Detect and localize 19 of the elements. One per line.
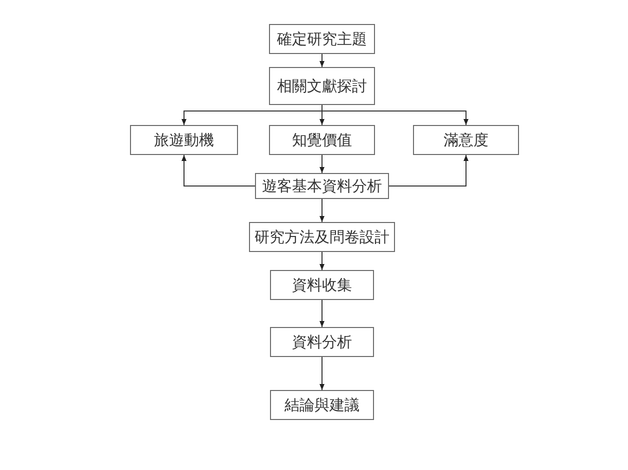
arrow [320, 356, 324, 390]
arrow [320, 198, 324, 222]
arrow [322, 104, 468, 126]
process-box: 遊客基本資料分析 [255, 173, 389, 199]
arrow [320, 154, 324, 174]
arrow [388, 154, 468, 186]
process-box: 確定研究主題 [269, 24, 375, 54]
process-box: 旅遊動機 [130, 125, 238, 155]
process-box: 資料收集 [270, 270, 374, 300]
process-box: 結論與建議 [270, 390, 374, 420]
arrow [182, 154, 256, 186]
process-box: 知覺價值 [269, 125, 375, 155]
process-box: 研究方法及問卷設計 [249, 222, 395, 252]
process-box: 滿意度 [413, 125, 519, 155]
arrow [320, 54, 324, 68]
arrow [320, 300, 324, 328]
process-box: 相關文獻探討 [269, 67, 375, 105]
process-box: 資料分析 [270, 327, 374, 357]
arrow [320, 252, 324, 270]
